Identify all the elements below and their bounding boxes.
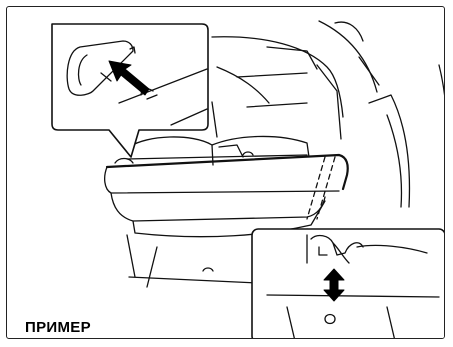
illustration-frame: ПРИМЕР	[6, 6, 445, 339]
cargo-cover-illustration	[7, 7, 445, 339]
cargo-cover	[105, 155, 348, 237]
example-caption: ПРИМЕР	[25, 319, 91, 336]
detail-inset-hook	[252, 229, 445, 339]
